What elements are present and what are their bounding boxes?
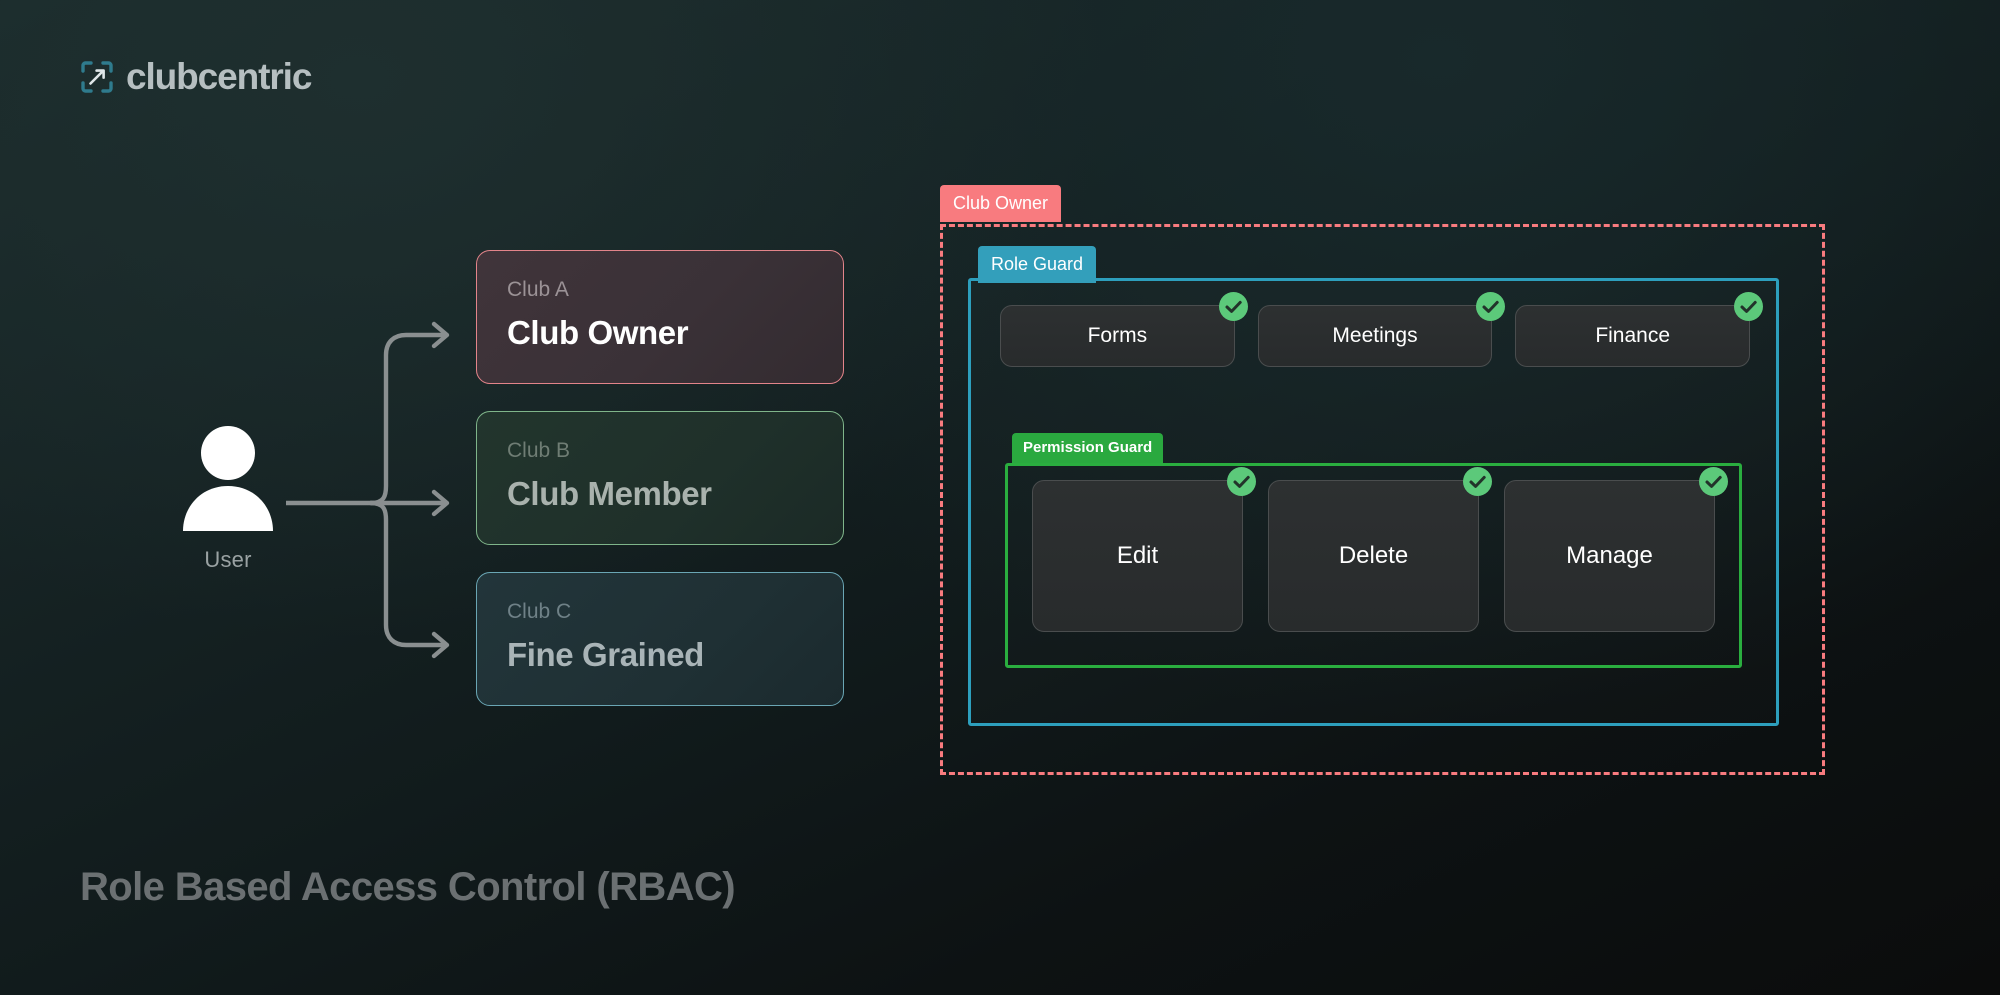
permission-button-forms[interactable]: Forms <box>1000 292 1248 367</box>
user-avatar-icon <box>148 425 308 533</box>
check-circle-icon <box>1218 292 1248 321</box>
brand-name: clubcentric <box>126 56 312 97</box>
permission-button-delete[interactable]: Delete <box>1268 467 1492 632</box>
user-node: User <box>148 425 308 573</box>
brand-logo: clubcentric <box>80 56 312 97</box>
role-card-list: Club A Club Owner Club B Club Member Clu… <box>476 250 844 706</box>
role-card-club-label: Club C <box>507 600 572 623</box>
permission-label: Manage <box>1566 542 1653 569</box>
role-card-club-label: Club B <box>507 439 571 462</box>
page-title: Role Based Access Control (RBAC) <box>80 865 736 909</box>
permission-label: Forms <box>1087 324 1148 347</box>
role-card-club-label: Club A <box>507 278 569 301</box>
permission-diagram: Club Owner Role Guard Forms Meetings <box>940 185 1825 775</box>
user-label: User <box>204 547 252 572</box>
role-card-fine-grained[interactable]: Club C Fine Grained <box>476 572 844 706</box>
check-circle-icon <box>1734 292 1764 321</box>
frame-arrow-icon <box>80 60 114 94</box>
permission-guard-tag: Permission Guard <box>1012 433 1164 463</box>
permission-button-manage[interactable]: Manage <box>1504 467 1728 632</box>
role-card-club-member[interactable]: Club B Club Member <box>476 411 844 545</box>
permission-button-edit[interactable]: Edit <box>1032 467 1256 632</box>
role-card-role-label: Club Owner <box>507 314 689 351</box>
role-card-role-label: Fine Grained <box>507 636 704 673</box>
permission-guard-box <box>1005 463 1742 668</box>
club-owner-scope-tag: Club Owner <box>940 185 1062 222</box>
role-guard-tag: Role Guard <box>978 246 1097 283</box>
permission-button-finance[interactable]: Finance <box>1515 292 1764 367</box>
role-guard-permission-row: Forms Meetings Finance <box>1000 292 1764 367</box>
permission-guard-permission-row: Edit Delete Manage <box>1032 467 1728 632</box>
branching-arrows-icon <box>283 300 496 670</box>
check-circle-icon <box>1699 467 1728 496</box>
check-circle-icon <box>1476 292 1506 321</box>
permission-label: Edit <box>1116 542 1159 569</box>
check-circle-icon <box>1227 467 1256 496</box>
permission-label: Meetings <box>1332 324 1418 347</box>
role-card-club-owner[interactable]: Club A Club Owner <box>476 250 844 384</box>
role-guard-box <box>968 278 1779 726</box>
club-owner-scope-box <box>940 224 1825 775</box>
permission-button-meetings[interactable]: Meetings <box>1257 292 1506 367</box>
permission-label: Finance <box>1595 324 1671 347</box>
role-card-role-label: Club Member <box>507 475 712 512</box>
permission-label: Delete <box>1338 542 1409 569</box>
check-circle-icon <box>1463 467 1492 496</box>
